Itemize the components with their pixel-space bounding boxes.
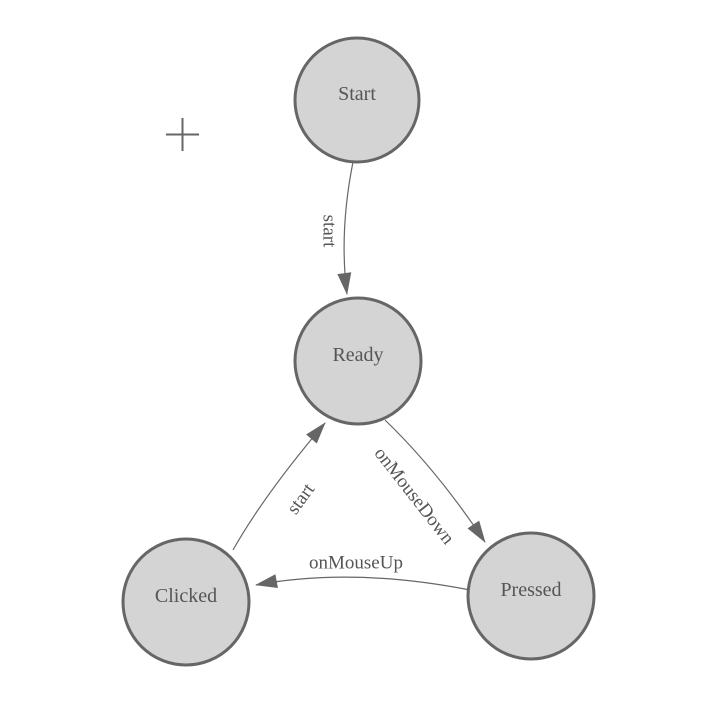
edge-label-pressed-to-clicked: onMouseUp xyxy=(309,553,403,574)
edges-layer xyxy=(232,161,486,591)
state-node-clicked-circle[interactable] xyxy=(121,537,251,667)
state-node-ready[interactable]: Ready xyxy=(293,296,423,426)
state-node-pressed-circle[interactable] xyxy=(466,531,596,661)
edge-ready-to-pressed[interactable] xyxy=(384,419,486,543)
state-node-clicked[interactable]: Clicked xyxy=(121,537,251,667)
edge-start-to-ready[interactable] xyxy=(337,161,354,295)
state-node-pressed[interactable]: Pressed xyxy=(466,531,596,661)
edge-label-clicked-to-ready: start xyxy=(283,479,320,518)
edge-label-start-to-ready: start xyxy=(319,215,340,248)
edge-label-ready-to-pressed: onMouseDown xyxy=(370,443,459,549)
edge-pressed-to-clicked[interactable] xyxy=(255,574,471,591)
state-node-start-circle[interactable] xyxy=(293,36,421,164)
nodes-layer: Start Ready Clicked Pressed xyxy=(121,36,596,667)
state-node-ready-circle[interactable] xyxy=(293,296,423,426)
state-node-start[interactable]: Start xyxy=(293,36,421,164)
edge-clicked-to-ready[interactable] xyxy=(232,422,326,551)
plus-crosshair-icon xyxy=(166,118,199,151)
